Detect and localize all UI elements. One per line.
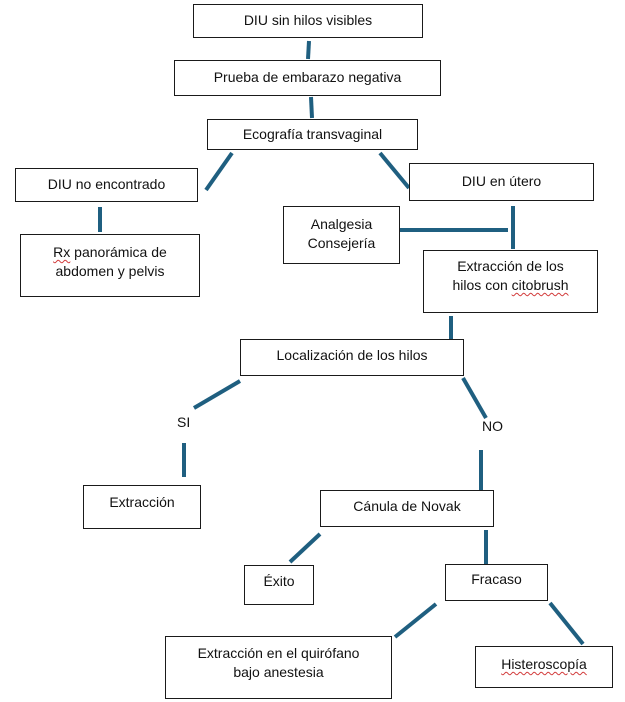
node-exito-text: Éxito (263, 573, 295, 589)
node-diu-en-utero: DIU en útero (409, 163, 594, 201)
node-ecografia-text: Ecografía transvaginal (242, 126, 383, 142)
conn-canula-exito (288, 532, 322, 564)
node-prueba-embarazo: Prueba de embarazo negativa (174, 60, 441, 96)
label-no: NO (482, 418, 503, 434)
node-histeroscopia-text: Histeroscopía (501, 656, 587, 672)
node-fracaso: Fracaso (445, 564, 548, 601)
node-extraccion-hilos-pre: hilos con (452, 277, 512, 293)
conn-fracaso-histero (548, 601, 585, 646)
node-rx-rest: panorámica de (70, 244, 167, 260)
node-diu-no-encontrado: DIU no encontrado (15, 168, 198, 202)
node-rx-line1: Rx panorámica de (21, 243, 199, 262)
node-diu-en-utero-text: DIU en útero (461, 173, 542, 189)
node-extraccion: Extracción (83, 485, 201, 529)
node-extraccion-hilos-line1: Extracción de los (457, 258, 564, 274)
node-extraccion-hilos: Extracción de los hilos con citobrush (423, 250, 598, 313)
conn-loc-si (192, 379, 242, 410)
conn-top-1 (306, 40, 311, 60)
conn-eco-left (204, 151, 234, 192)
label-si: SI (177, 414, 191, 430)
node-diu-sin-hilos-text: DIU sin hilos visibles (243, 12, 373, 28)
node-canula-novak: Cánula de Novak (320, 490, 494, 527)
node-analgesia-line1: Analgesia (310, 216, 373, 232)
node-analgesia-line2: Consejería (307, 235, 376, 251)
node-diu-sin-hilos: DIU sin hilos visibles (193, 4, 423, 38)
node-histeroscopia: Histeroscopía (475, 646, 613, 688)
conn-top-2 (309, 96, 314, 119)
node-exito: Éxito (244, 565, 314, 605)
node-rx-panoramica: Rx panorámica de abdomen y pelvis (20, 234, 200, 297)
node-extraccion-hilos-word: citobrush (511, 277, 569, 293)
conn-loc-no (461, 377, 488, 419)
node-quirofano: Extracción en el quirófano bajo anestesi… (165, 636, 392, 699)
node-quirofano-line2: bajo anestesia (233, 664, 324, 680)
node-localizacion-text: Localización de los hilos (276, 347, 428, 363)
node-diu-no-encontrado-text: DIU no encontrado (47, 176, 166, 192)
node-rx-line2: abdomen y pelvis (55, 263, 165, 279)
node-canula-novak-text: Cánula de Novak (353, 498, 461, 514)
conn-eco-right (378, 151, 411, 190)
node-prueba-embarazo-text: Prueba de embarazo negativa (213, 69, 402, 85)
node-rx-word: Rx (53, 244, 71, 260)
node-extraccion-text: Extracción (109, 494, 175, 510)
node-quirofano-line1: Extracción en el quirófano (197, 645, 360, 661)
conn-fracaso-quirofano (393, 602, 438, 639)
node-analgesia-consejeria: Analgesia Consejería (283, 206, 400, 264)
node-ecografia: Ecografía transvaginal (207, 119, 418, 150)
node-extraccion-hilos-line2: hilos con citobrush (424, 276, 597, 295)
node-localizacion: Localización de los hilos (240, 339, 464, 376)
node-fracaso-text: Fracaso (471, 571, 522, 587)
